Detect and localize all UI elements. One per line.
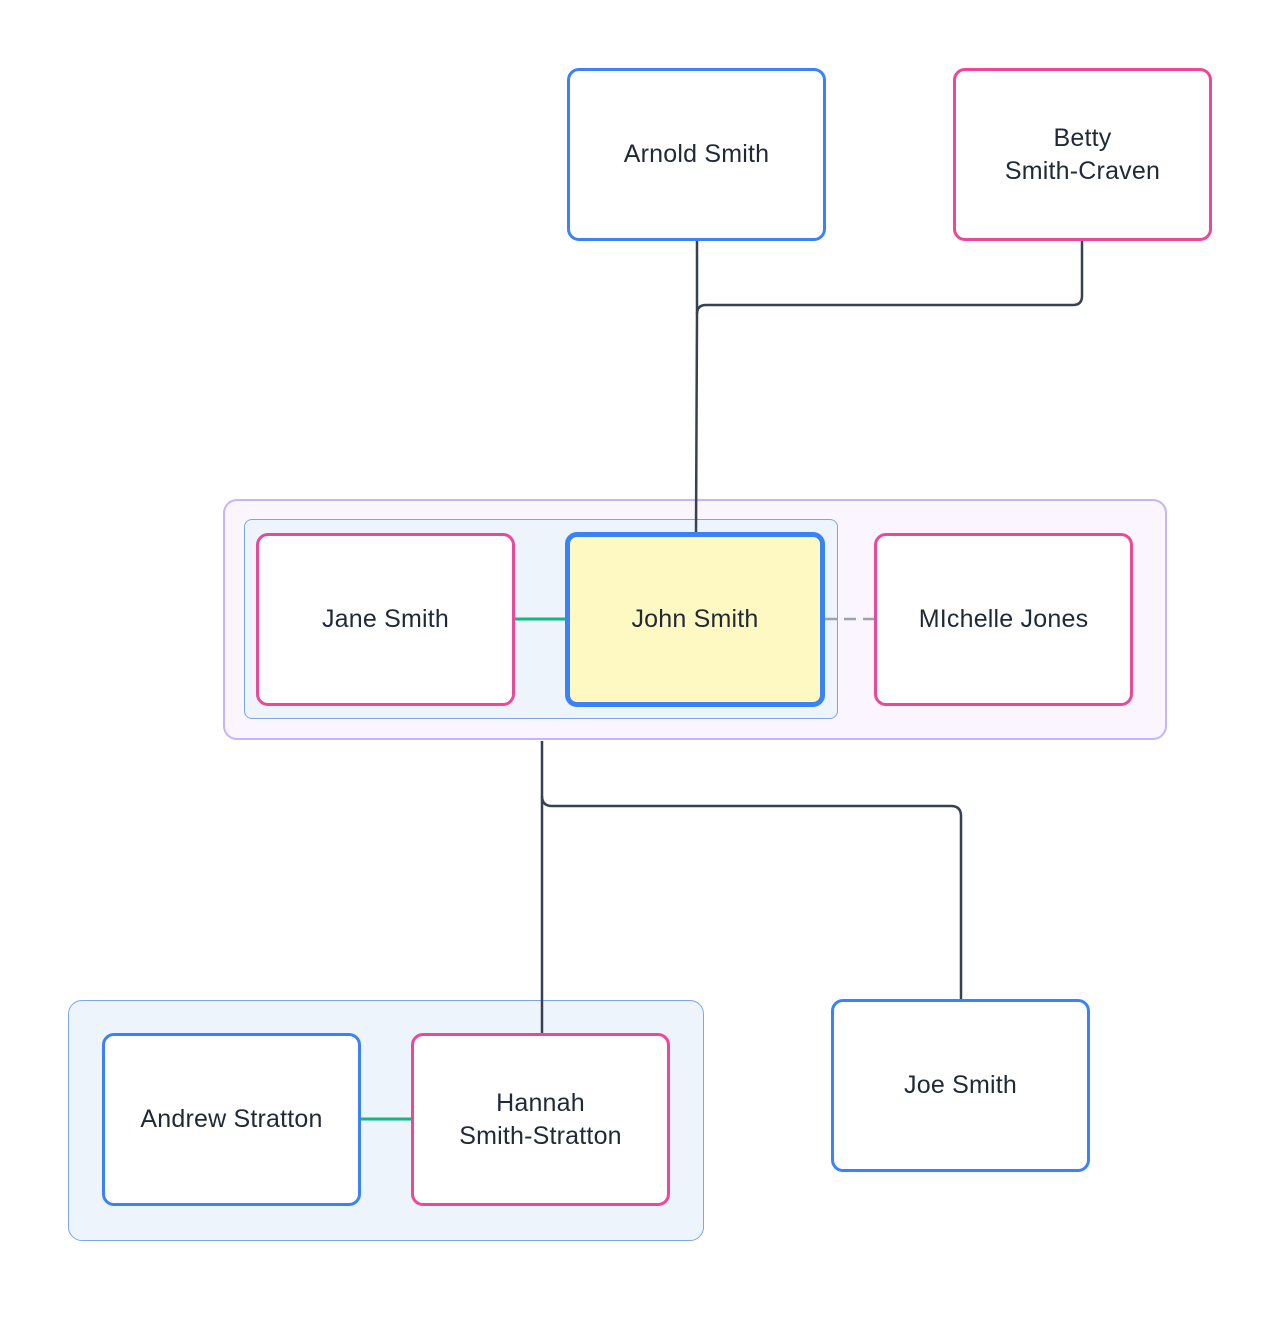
person-name: John Smith bbox=[631, 605, 759, 633]
person-node-jane-smith[interactable]: Jane Smith bbox=[256, 533, 515, 706]
person-node-michelle-jones[interactable]: MIchelle Jones bbox=[874, 533, 1133, 706]
person-node-hannah-smith-stratton[interactable]: Hannah Smith-Stratton bbox=[411, 1033, 670, 1206]
lineage-line-arnold-john bbox=[694, 240, 699, 534]
person-name: Arnold Smith bbox=[623, 140, 770, 168]
person-name: Joe Smith bbox=[904, 1071, 1017, 1099]
person-name: Andrew Stratton bbox=[140, 1105, 323, 1133]
person-name: Betty Smith-Craven bbox=[1004, 123, 1161, 185]
lineage-line-couple-joe bbox=[540, 795, 963, 999]
person-node-joe-smith[interactable]: Joe Smith bbox=[831, 999, 1090, 1172]
person-node-arnold-smith[interactable]: Arnold Smith bbox=[567, 68, 826, 241]
person-node-betty-smith-craven[interactable]: Betty Smith-Craven bbox=[953, 68, 1212, 241]
person-name: Jane Smith bbox=[321, 605, 450, 633]
person-node-andrew-stratton[interactable]: Andrew Stratton bbox=[102, 1033, 361, 1206]
person-node-john-smith[interactable]: John Smith bbox=[565, 532, 825, 707]
person-name: Hannah Smith-Stratton bbox=[459, 1088, 622, 1150]
lineage-line-betty-join bbox=[695, 240, 1084, 315]
person-name: MIchelle Jones bbox=[918, 605, 1089, 633]
